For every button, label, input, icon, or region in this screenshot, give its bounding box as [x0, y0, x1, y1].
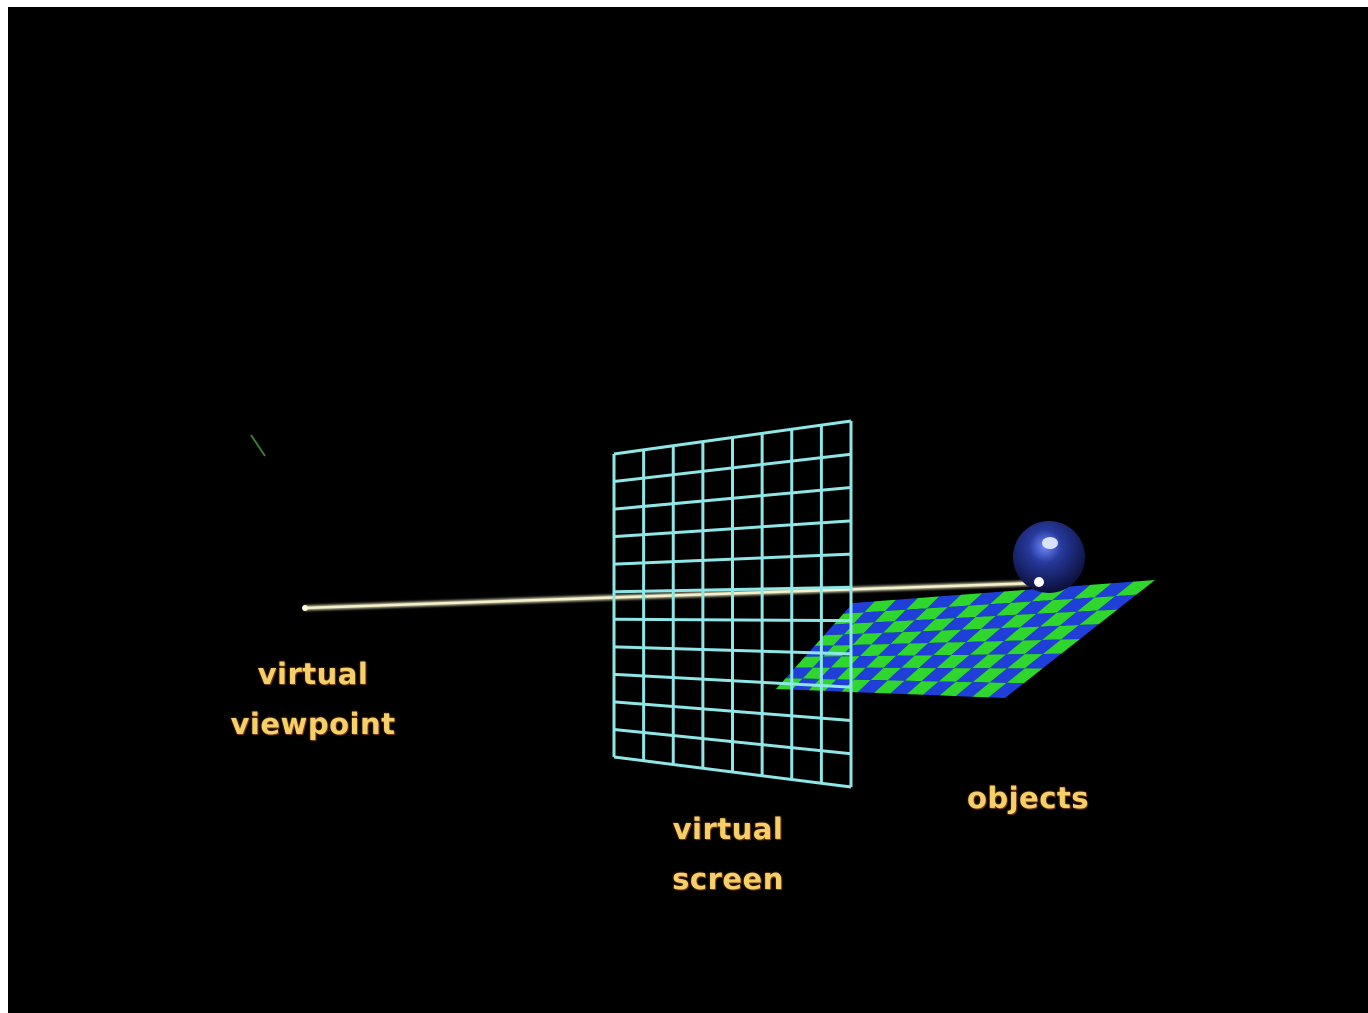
viewpoint-label-line1: virtual	[223, 649, 403, 699]
screen-label-line1: virtual	[648, 804, 808, 854]
screen-label-line2: screen	[648, 854, 808, 904]
screen-grid	[614, 421, 851, 787]
viewpoint-label: virtual viewpoint	[223, 649, 403, 749]
objects-label-text: objects	[948, 773, 1108, 823]
diagram-canvas: virtual viewpoint virtual screen objects	[8, 7, 1368, 1013]
screen-label: virtual screen	[648, 804, 808, 904]
checker-plane	[776, 580, 1155, 698]
grid-line	[614, 619, 851, 620]
viewpoint-dot	[302, 605, 308, 611]
sphere	[1013, 521, 1085, 593]
stray-mark	[251, 435, 265, 456]
objects-label: objects	[948, 773, 1108, 823]
viewpoint-label-line2: viewpoint	[223, 699, 403, 749]
